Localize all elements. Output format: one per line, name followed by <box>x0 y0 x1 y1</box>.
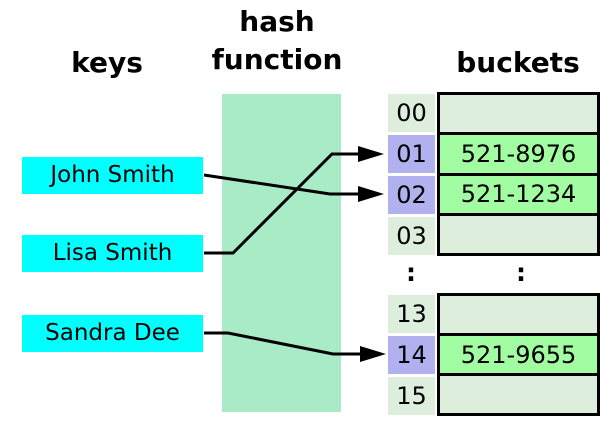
bucket-cell-14: 521-9655 <box>440 333 597 373</box>
hash-function-header: hash function <box>198 3 356 79</box>
index-cell-01: 01 <box>388 135 435 173</box>
key-box-sandra-dee: Sandra Dee <box>22 315 203 352</box>
arrowhead-lisa-smith-icon <box>358 146 384 162</box>
bucket-cell-15 <box>440 373 597 413</box>
index-cell-14: 14 <box>388 336 435 374</box>
buckets-header: buckets <box>456 46 580 79</box>
hash-function-header-line2: function <box>211 43 343 76</box>
index-cell-13: 13 <box>388 295 435 333</box>
bucket-table-top: 521-8976 521-1234 <box>437 92 600 256</box>
hash-function-box <box>222 94 341 412</box>
bucket-table-bottom: 521-9655 <box>437 293 600 416</box>
index-cell-02: 02 <box>388 176 435 214</box>
arrowhead-sandra-dee-icon <box>360 346 386 362</box>
hash-function-header-line1: hash <box>239 5 315 38</box>
bucket-cell-03 <box>440 212 597 253</box>
index-ellipsis: : <box>406 258 416 287</box>
keys-header: keys <box>71 46 143 79</box>
bucket-ellipsis: : <box>516 258 526 287</box>
index-cell-03: 03 <box>388 217 435 255</box>
bucket-cell-13 <box>440 296 597 333</box>
bucket-cell-00 <box>440 95 597 133</box>
index-cell-15: 15 <box>388 377 435 415</box>
key-box-lisa-smith: Lisa Smith <box>22 235 203 272</box>
key-box-john-smith: John Smith <box>22 157 203 194</box>
bucket-cell-01: 521-8976 <box>440 132 597 173</box>
bucket-cell-02: 521-1234 <box>440 172 597 213</box>
index-cell-00: 00 <box>388 94 435 132</box>
arrowhead-john-smith-icon <box>358 186 384 202</box>
